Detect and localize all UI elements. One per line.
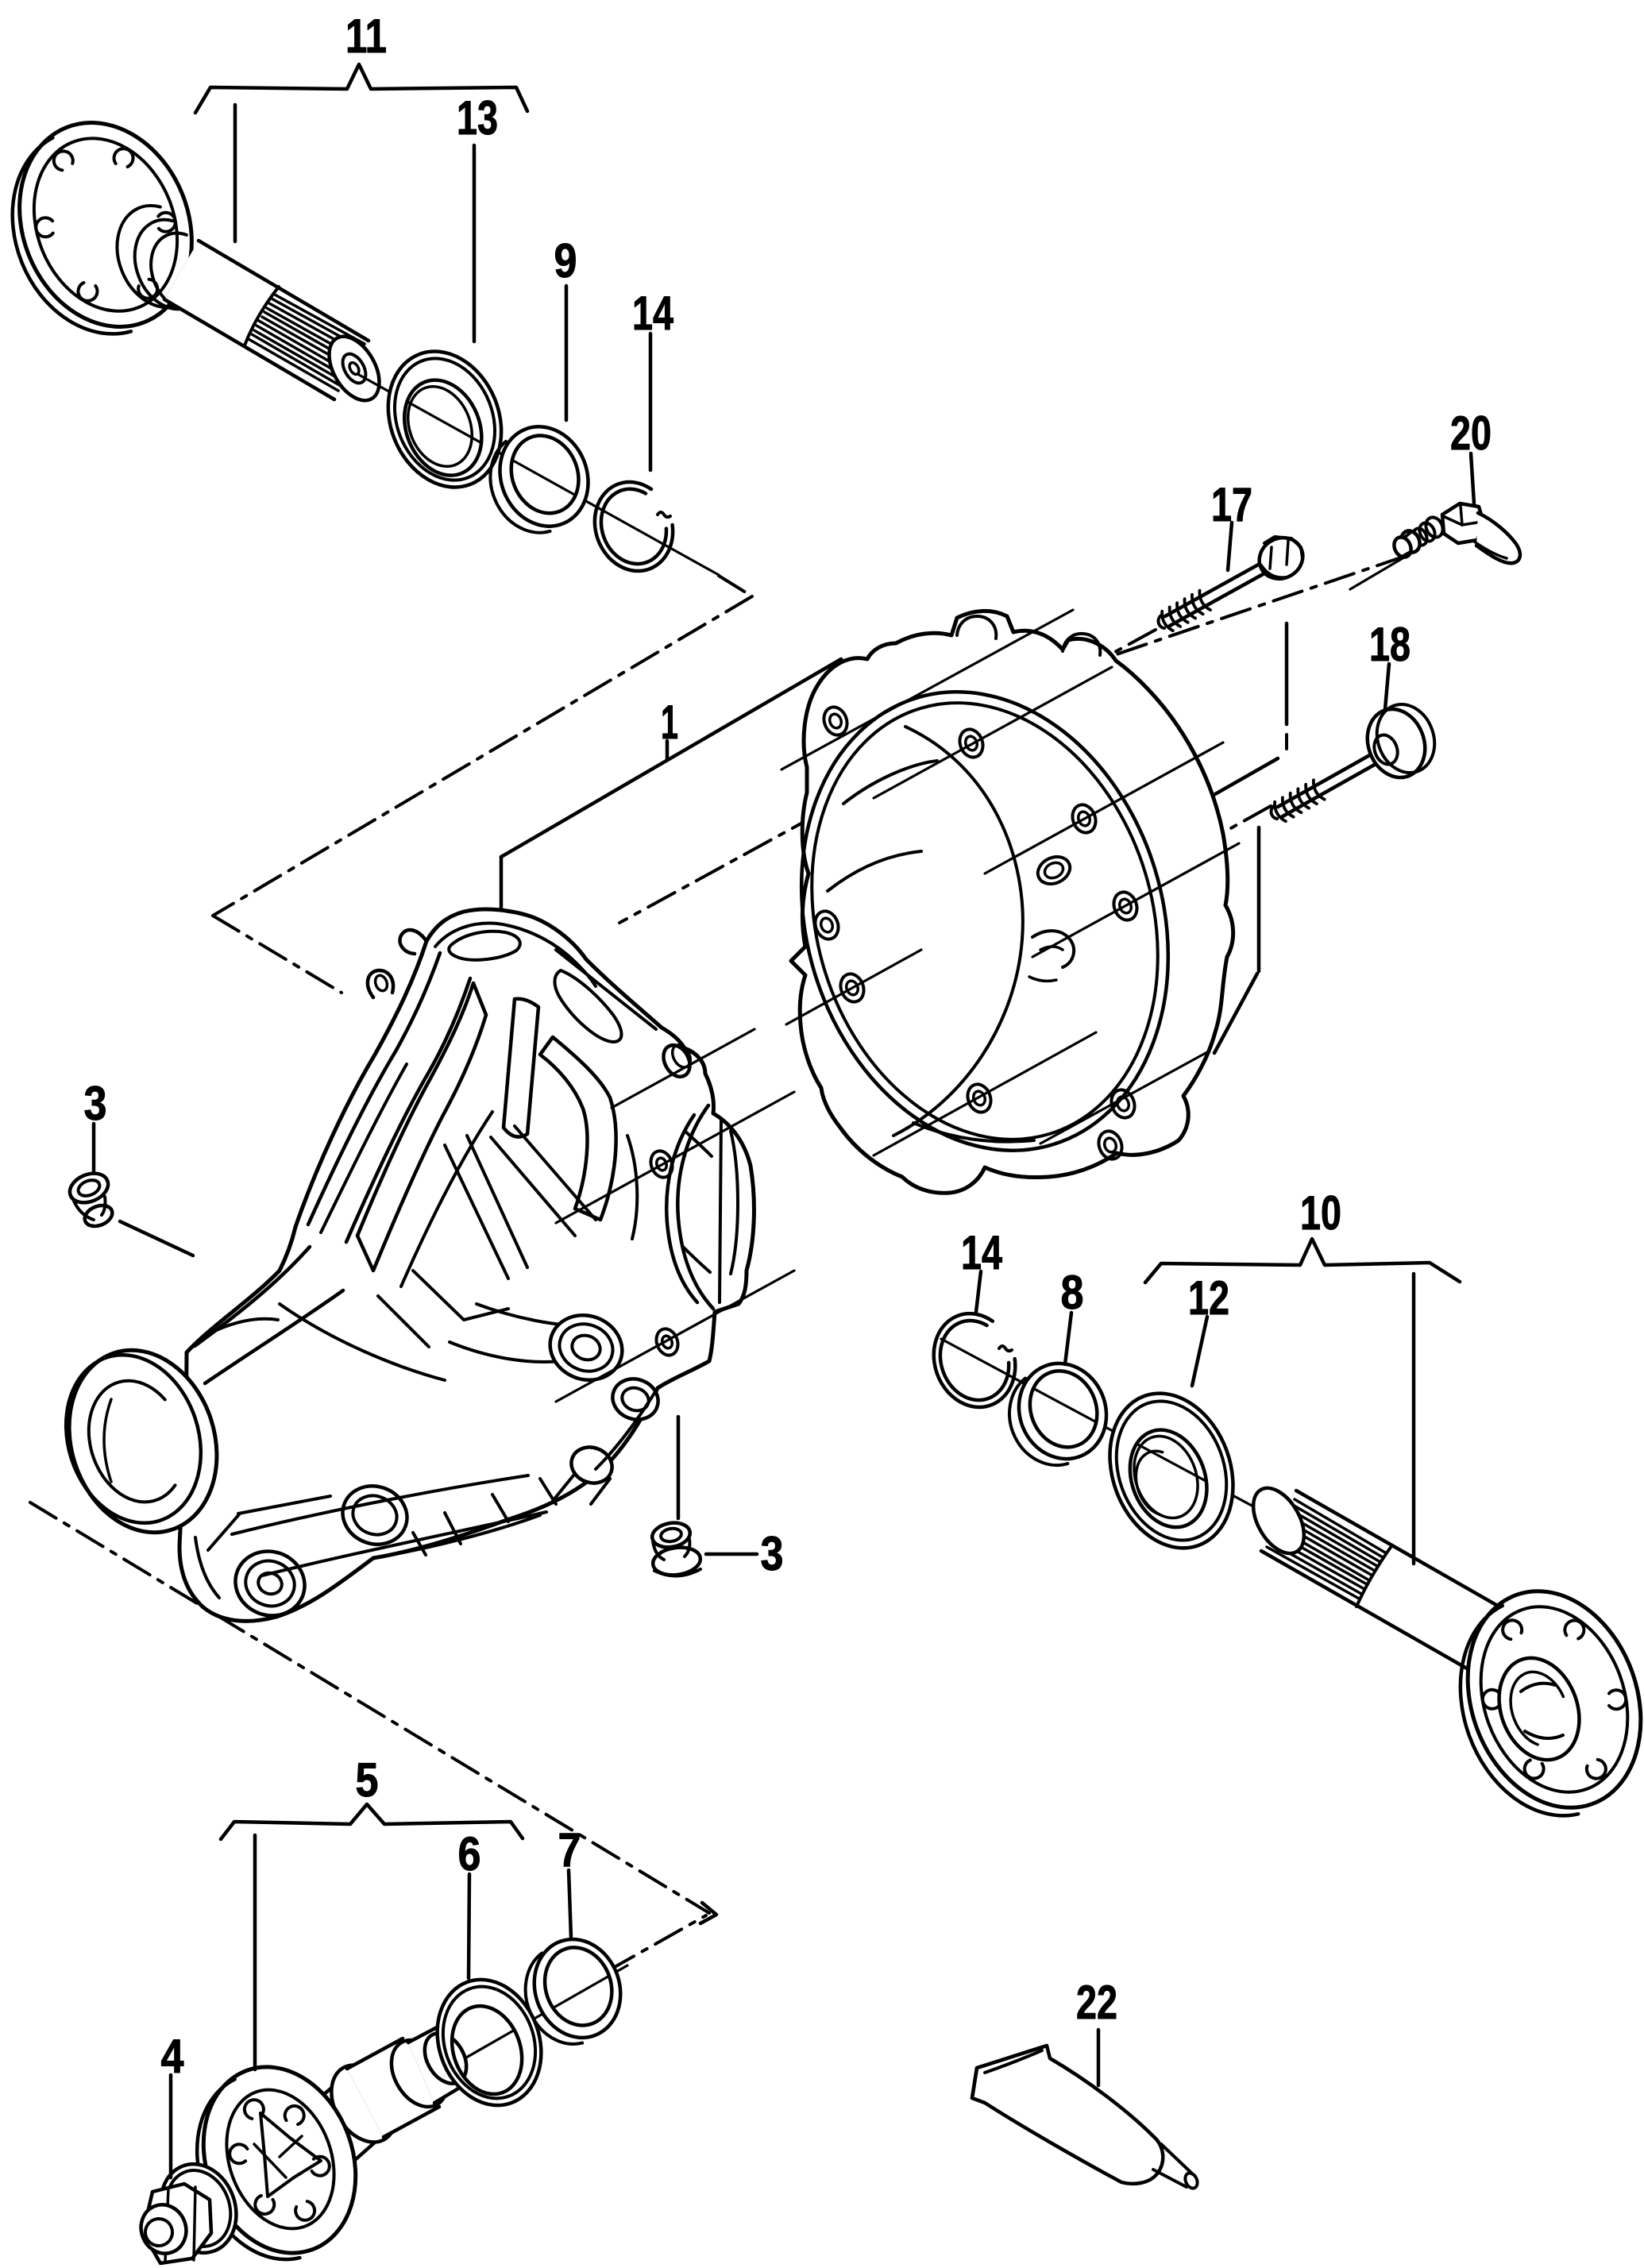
svg-text:18: 18 (1369, 618, 1411, 671)
svg-text:1: 1 (661, 696, 678, 749)
svg-text:13: 13 (457, 91, 498, 145)
svg-text:7: 7 (558, 1823, 581, 1876)
svg-text:12: 12 (1188, 1271, 1229, 1325)
svg-text:9: 9 (554, 234, 577, 287)
svg-text:11: 11 (345, 10, 387, 63)
svg-text:3: 3 (761, 1527, 784, 1580)
svg-text:14: 14 (961, 1226, 1002, 1279)
svg-text:22: 22 (1076, 1976, 1117, 2029)
svg-text:20: 20 (1450, 407, 1492, 460)
svg-text:5: 5 (356, 1753, 379, 1807)
svg-text:6: 6 (458, 1827, 481, 1880)
svg-text:17: 17 (1211, 478, 1252, 531)
svg-text:14: 14 (632, 287, 673, 340)
svg-text:3: 3 (84, 1077, 107, 1130)
svg-text:8: 8 (1061, 1266, 1084, 1319)
svg-text:4: 4 (161, 2030, 185, 2083)
svg-text:10: 10 (1300, 1186, 1341, 1240)
